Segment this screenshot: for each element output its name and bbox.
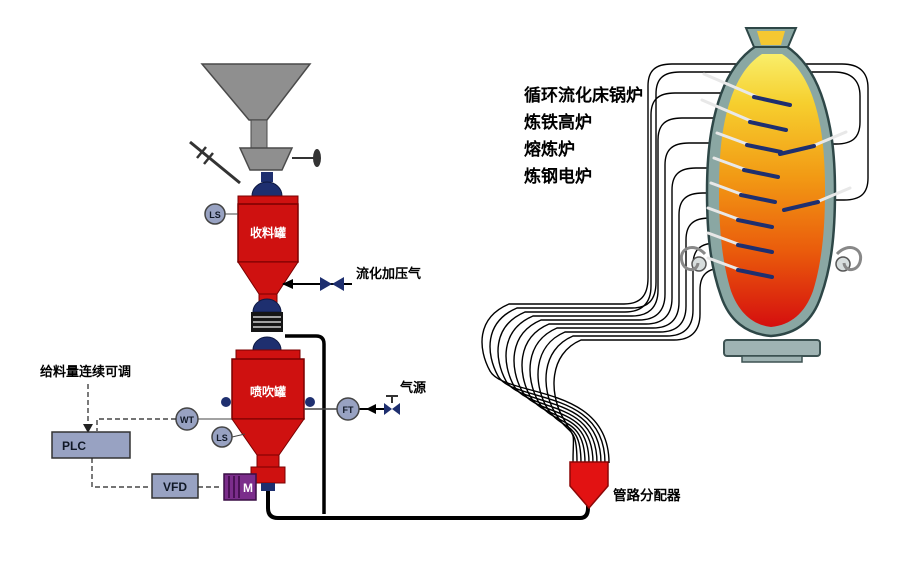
arrow-down-icon (83, 424, 93, 433)
injection-lances-left (700, 72, 792, 279)
receiving-tank-label: 收料罐 (250, 225, 286, 240)
furnace (679, 27, 863, 363)
application-item: 熔炼炉 (524, 139, 575, 159)
fluidizing-nozzle (305, 397, 315, 407)
injection-tank-flange (235, 349, 301, 360)
instruments: LS WT LS FT (175, 203, 360, 448)
inclined-vent-pipe (189, 140, 241, 185)
hopper-funnel (200, 63, 312, 121)
ls-bottom-instrument (211, 426, 233, 448)
feed-hopper (189, 63, 321, 185)
injection-tank-body (231, 358, 305, 420)
conveying-pipe (521, 167, 736, 464)
vent-flange-tick (203, 152, 214, 165)
dome-valve-upper (252, 298, 282, 313)
feeder-body (238, 147, 294, 171)
fluidizing-nozzle (221, 397, 231, 407)
receiving-tank-body (237, 203, 299, 263)
bottom-conveying-line (266, 491, 590, 520)
distributor-body (569, 461, 609, 510)
hopper-neck (250, 119, 268, 149)
intertank-stack (251, 298, 283, 351)
fluidizing-gas-line: 流化加压气 (282, 266, 421, 291)
furnace-base (723, 339, 821, 357)
conveying-pipe-bundle (481, 63, 869, 464)
flow-arrow-icon (282, 279, 293, 289)
injection-tank-cone (231, 418, 305, 456)
control-system: 给料量连续可调 PLC VFD M (40, 364, 257, 501)
source-valve-icon (392, 403, 400, 415)
gas-valve-icon (320, 277, 332, 291)
vfd-box (151, 473, 199, 499)
conveying-pipe (537, 217, 730, 464)
plc-label: PLC (62, 439, 86, 453)
trunnion-right (835, 246, 863, 272)
inlet-valve-stem (261, 172, 273, 182)
vfd-label: VFD (163, 480, 187, 494)
plc-to-vfd-dashed (91, 458, 150, 488)
source-valve-icon (384, 403, 392, 415)
injection-tank-label: 喷吹罐 (250, 384, 286, 399)
tank-top-flange (237, 195, 299, 205)
wt-to-plc-dashed (96, 418, 176, 431)
motor-block: M (223, 473, 257, 501)
injection-tank: 喷吹罐 (221, 349, 315, 491)
gas-source-label: 气源 (400, 380, 426, 395)
application-item: 炼铁高炉 (524, 112, 592, 132)
injection-tank-neck (256, 454, 280, 468)
conveying-pipe (489, 71, 861, 464)
application-item: 循环流化床锅炉 (524, 85, 643, 105)
ls-bottom-label: LS (216, 433, 228, 443)
dome-valve-lower (252, 336, 282, 351)
distributor-label: 管路分配器 (613, 487, 681, 503)
conveying-pipe (505, 117, 742, 464)
wt-label: WT (180, 415, 194, 425)
furnace-mouth-glow (757, 31, 785, 45)
ls-top-label: LS (209, 210, 221, 220)
conveying-pipe (497, 92, 745, 464)
fluidizing-gas-label: 流化加压气 (356, 266, 421, 281)
pipeline-distributor: 管路分配器 (569, 461, 681, 510)
conveying-pipe (545, 242, 730, 464)
conveying-pipe (513, 142, 739, 464)
tank-pressure-line (285, 334, 326, 514)
injection-lances-right (778, 130, 852, 212)
conveying-pipe (529, 192, 733, 464)
inlet-dome-valve (251, 181, 283, 197)
gas-source-line: 气源 (304, 380, 426, 415)
ft-label: FT (343, 405, 354, 415)
feed-note-label: 给料量连续可调 (40, 364, 131, 379)
receiving-tank: 收料罐 (237, 172, 299, 307)
furnace-base-foot (741, 355, 803, 363)
plc-box (51, 431, 131, 459)
application-item: 炼钢电炉 (524, 166, 592, 186)
vent-flange-tick (196, 146, 207, 159)
furnace-melt (719, 54, 825, 327)
gas-valve-icon (332, 277, 344, 291)
ft-instrument (336, 397, 360, 421)
discharge-outlet (261, 483, 275, 491)
ls-top-instrument (204, 203, 226, 225)
application-list: 循环流化床锅炉 炼铁高炉 熔炼炉 炼钢电炉 (524, 85, 643, 186)
motor-label: M (243, 481, 253, 495)
trunnion-left (679, 246, 707, 272)
receiving-tank-cone (237, 261, 299, 295)
handwheel-icon (313, 149, 321, 167)
conveying-pipe (481, 63, 869, 464)
flow-arrow-icon (366, 404, 376, 414)
ls-leader (231, 433, 246, 438)
